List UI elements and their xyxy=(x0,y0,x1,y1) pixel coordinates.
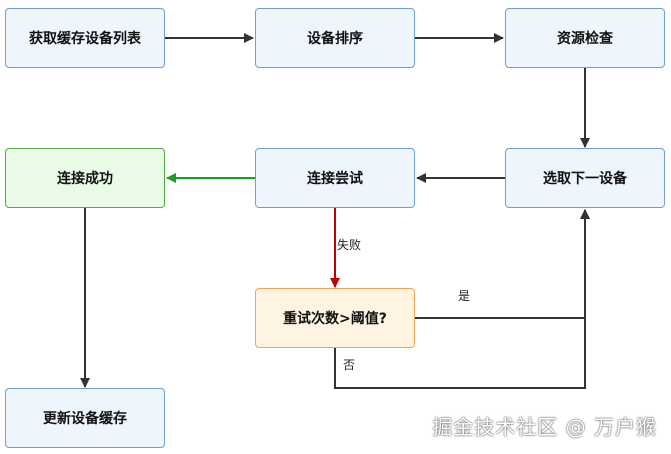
edge-retrycheck-no-to-selectnext xyxy=(334,209,590,389)
edge-label-fail: 失败 xyxy=(337,238,362,252)
node-connect-success: 连接成功 xyxy=(5,148,165,208)
node-retry-threshold-check: 重试次数>阈值? xyxy=(255,288,415,348)
edge-label-no: 否 xyxy=(343,358,356,372)
node-device-sort: 设备排序 xyxy=(255,8,415,68)
node-update-device-cache: 更新设备缓存 xyxy=(5,388,165,448)
edge-label-yes: 是 xyxy=(458,289,471,303)
node-select-next-device: 选取下一设备 xyxy=(505,148,665,208)
node-try-connect: 连接尝试 xyxy=(255,148,415,208)
node-get-device-list: 获取缓存设备列表 xyxy=(5,8,165,68)
node-resource-check: 资源检查 xyxy=(505,8,665,68)
watermark: 掘金技术社区 @ 万户猴 xyxy=(432,415,657,439)
edge-retrycheck-yes-to-selectnext xyxy=(415,209,590,319)
